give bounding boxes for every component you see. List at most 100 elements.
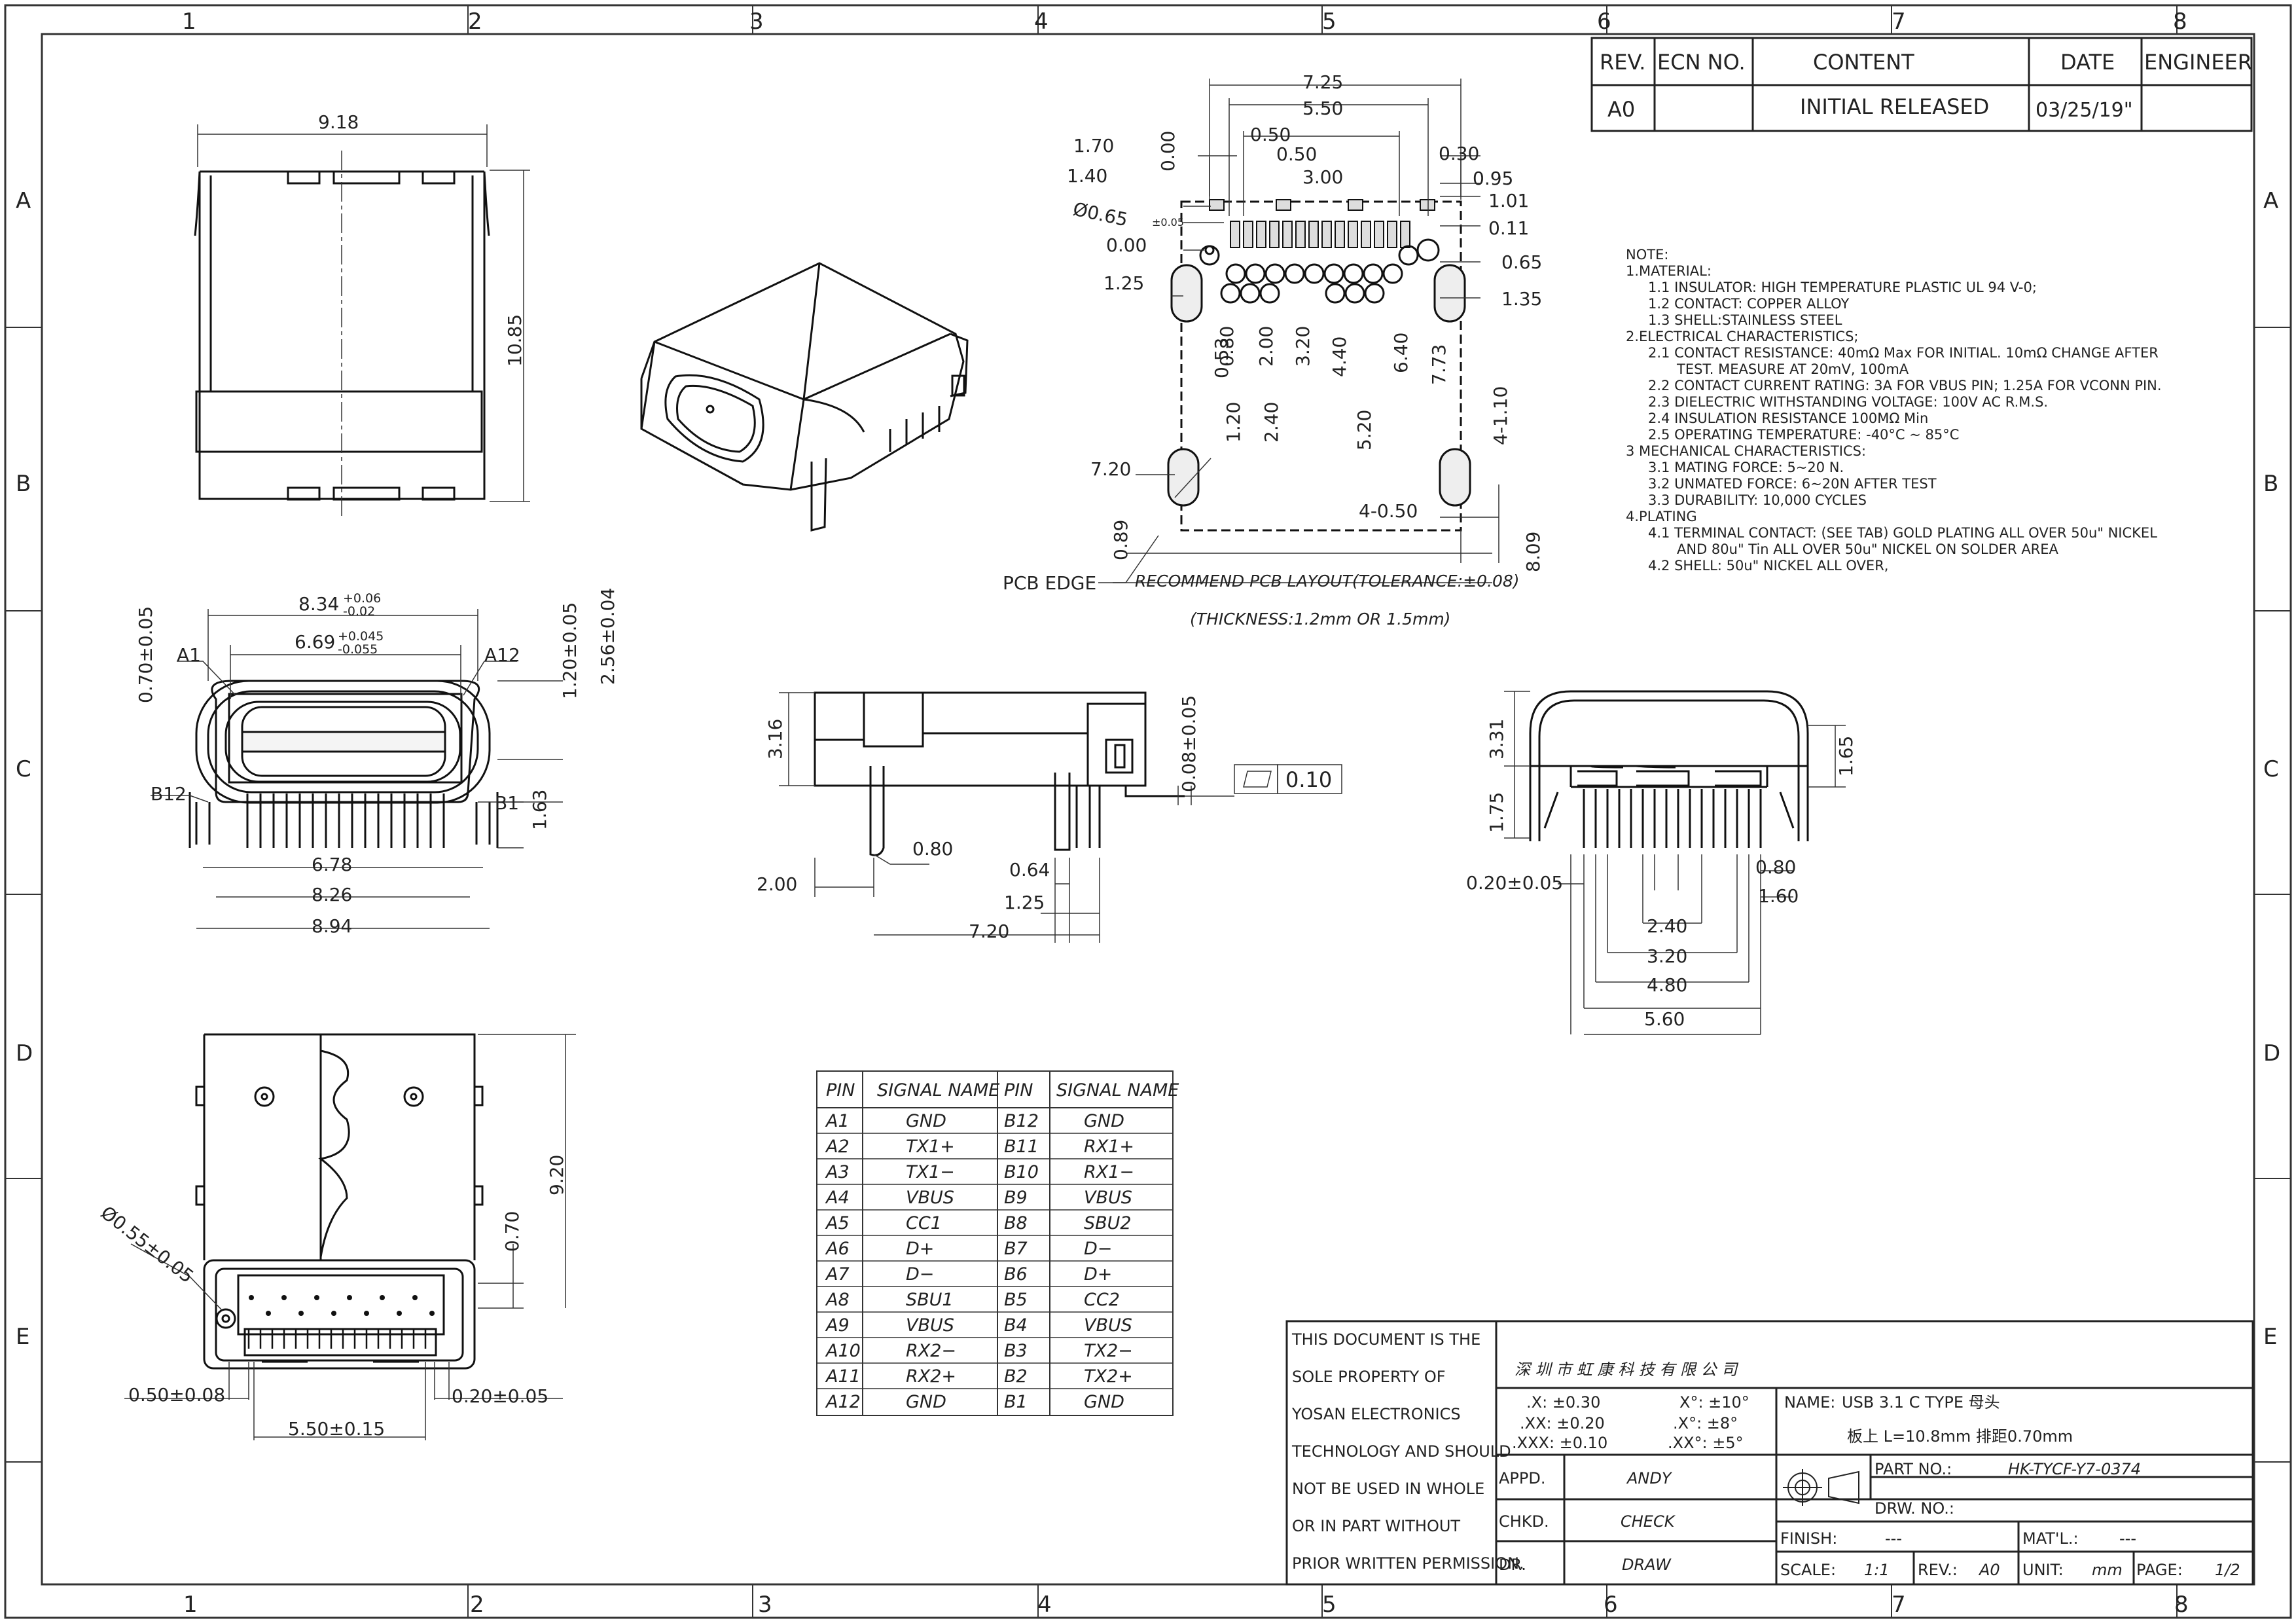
tol-angle: X°: ±10° bbox=[1679, 1393, 1749, 1412]
date-header: DATE bbox=[2060, 50, 2115, 75]
property-line: THIS DOCUMENT IS THE bbox=[1291, 1330, 1480, 1349]
dim-6-78: 6.78 bbox=[312, 854, 352, 875]
dim-3-31: 3.31 bbox=[1486, 719, 1507, 759]
dim-0-89: 0.89 bbox=[1110, 520, 1132, 560]
dim-0-55-dia: Ø0.55±0.05 bbox=[97, 1202, 198, 1288]
tol-angle: .XX°: ±5° bbox=[1668, 1434, 1744, 1452]
dim-2-40: 2.40 bbox=[1261, 402, 1282, 443]
signal-name-cell: SBU1 bbox=[906, 1290, 954, 1310]
pin-header: PIN bbox=[826, 1080, 855, 1101]
dim-5-50: 5.50 bbox=[1302, 98, 1343, 119]
row-a-right: A bbox=[2263, 188, 2278, 214]
matl-label: MAT'L.: bbox=[2022, 1529, 2079, 1548]
rear-pins bbox=[1583, 789, 1762, 848]
pin-id-cell: B8 bbox=[1004, 1213, 1028, 1233]
dim-6-69-tol-up: +0.045 bbox=[338, 629, 384, 644]
row-e-left: E bbox=[16, 1324, 29, 1350]
name-label: NAME: bbox=[1784, 1393, 1835, 1412]
bottom-view: 9.20 0.70 Ø0.55±0.05 0.50±0.08 0.20±0.05… bbox=[97, 1033, 576, 1440]
signal-name-cell: GND bbox=[906, 1392, 946, 1412]
signal-name-cell: TX2+ bbox=[1084, 1366, 1133, 1387]
col-5-top: 5 bbox=[1322, 9, 1336, 35]
property-line: OR IN PART WITHOUT bbox=[1292, 1517, 1460, 1535]
dim-2-00: 2.00 bbox=[757, 873, 797, 895]
pin-id-cell: A7 bbox=[825, 1264, 850, 1285]
signal-name-cell: SBU2 bbox=[1084, 1213, 1132, 1233]
pin-id-cell: B11 bbox=[1004, 1137, 1039, 1157]
dim-0-11: 0.11 bbox=[1488, 217, 1529, 239]
col-1-bottom: 1 bbox=[183, 1592, 198, 1618]
col-7-top: 7 bbox=[1892, 9, 1906, 35]
dim-3-00: 3.00 bbox=[1302, 166, 1343, 188]
side-view: 3.16 0.08±0.05 0.80 2.00 0.64 1.25 7.20 … bbox=[757, 691, 1342, 943]
thickness-label: (THICKNESS:1.2mm OR 1.5mm) bbox=[1190, 610, 1450, 629]
dim-7-73: 7.73 bbox=[1428, 344, 1450, 385]
col-8-top: 8 bbox=[2173, 9, 2187, 35]
company-name: 深 圳 市 虹 康 科 技 有 限 公 司 bbox=[1515, 1360, 1738, 1379]
col-2-bottom: 2 bbox=[470, 1592, 484, 1618]
signal-name-cell: RX1+ bbox=[1084, 1137, 1134, 1157]
dim-1-63: 1.63 bbox=[529, 790, 550, 830]
dim-1-40: 1.40 bbox=[1067, 165, 1107, 187]
dim-0-20-tol: 0.20±0.05 bbox=[1466, 872, 1563, 894]
dim-6-69-tol-dn: -0.055 bbox=[338, 642, 378, 657]
page-value: 1/2 bbox=[2215, 1561, 2240, 1579]
signal-name-cell: CC1 bbox=[906, 1213, 942, 1233]
note-line: 1.1 INSULATOR: HIGH TEMPERATURE PLASTIC … bbox=[1648, 280, 2037, 295]
part-no-label: PART NO.: bbox=[1874, 1460, 1952, 1478]
property-line: TECHNOLOGY AND SHOULD bbox=[1291, 1442, 1511, 1461]
note-line: 3.1 MATING FORCE: 5~20 N. bbox=[1648, 460, 1844, 475]
dim-3-16: 3.16 bbox=[764, 719, 786, 759]
recommend-label: RECOMMEND PCB LAYOUT(TOLERANCE:±0.08) bbox=[1135, 572, 1520, 591]
pcb-edge-label: PCB EDGE bbox=[1003, 572, 1096, 594]
note-line: NOTE: bbox=[1626, 247, 1668, 263]
dim-5-20: 5.20 bbox=[1354, 410, 1375, 450]
pin-id-cell: B6 bbox=[1004, 1264, 1028, 1285]
col-6-top: 6 bbox=[1597, 9, 1611, 35]
dim-1-20: 1.20 bbox=[1223, 402, 1244, 443]
pin-id-cell: A3 bbox=[825, 1162, 850, 1182]
dim-6-40: 6.40 bbox=[1390, 333, 1412, 373]
rear-view: 3.31 1.65 1.75 0.20±0.05 0.80 1.60 2.40 … bbox=[1466, 690, 1857, 1035]
signal-name-cell: GND bbox=[906, 1111, 946, 1131]
title-block: THIS DOCUMENT IS THE SOLE PROPERTY OF YO… bbox=[1285, 1320, 2254, 1586]
dim-0-30: 0.30 bbox=[1439, 143, 1479, 164]
front-pins bbox=[246, 793, 445, 848]
signal-name-cell: RX2− bbox=[906, 1341, 956, 1361]
pin-id-cell: A6 bbox=[825, 1239, 850, 1259]
signal-name-cell: RX2+ bbox=[906, 1366, 956, 1387]
dim-7-20: 7.20 bbox=[969, 921, 1009, 942]
drw-no-label: DRW. NO.: bbox=[1874, 1499, 1954, 1518]
signal-name-cell: VBUS bbox=[906, 1315, 954, 1336]
dim-0-70-b: 0.70 bbox=[501, 1211, 523, 1252]
matl-value: --- bbox=[2119, 1529, 2136, 1548]
isometric-view bbox=[640, 262, 969, 532]
signal-header: SIGNAL NAME bbox=[877, 1080, 999, 1101]
bottom-pins bbox=[249, 1295, 435, 1316]
property-notice: THIS DOCUMENT IS THE SOLE PROPERTY OF YO… bbox=[1291, 1330, 1524, 1573]
col-2-top: 2 bbox=[468, 9, 482, 35]
chkd-label: CHKD. bbox=[1499, 1512, 1549, 1531]
pin-id-cell: A9 bbox=[825, 1315, 850, 1336]
pcb-layout-view: 7.25 5.50 0.50 0.50 3.00 1.70 1.40 Ø0.65… bbox=[1003, 71, 1544, 629]
label-b1: B1 bbox=[495, 792, 519, 814]
page-label: PAGE: bbox=[2136, 1561, 2183, 1579]
appd-label: APPD. bbox=[1499, 1469, 1545, 1487]
content-header: CONTENT bbox=[1813, 50, 1914, 75]
signal-header: SIGNAL NAME bbox=[1056, 1080, 1179, 1101]
label-a12: A12 bbox=[484, 644, 520, 666]
label-b12: B12 bbox=[151, 783, 187, 805]
note-line: AND 80u" Tin ALL OVER 50u" NICKEL ON SOL… bbox=[1677, 541, 2059, 557]
product-spec: 板上 L=10.8mm 排距0.70mm bbox=[1847, 1427, 2073, 1446]
note-line: 3.3 DURABILITY: 10,000 CYCLES bbox=[1648, 492, 1867, 508]
col-5-bottom: 5 bbox=[1322, 1592, 1336, 1618]
property-line: NOT BE USED IN WHOLE bbox=[1292, 1480, 1484, 1498]
tol-linear: .X: ±0.30 bbox=[1526, 1393, 1600, 1412]
